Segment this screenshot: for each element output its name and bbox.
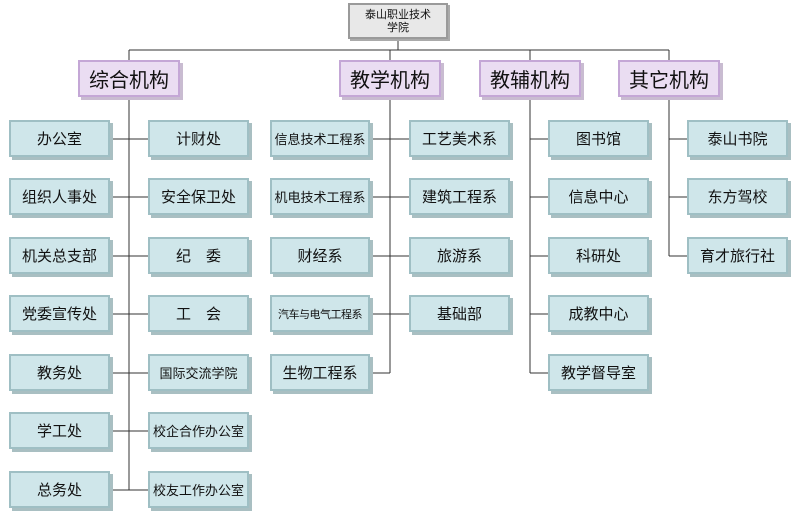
unit-organization-personnel: 组织人事处 (9, 178, 110, 215)
unit-finance: 计财处 (148, 120, 249, 157)
unit-research-office: 科研处 (548, 237, 649, 274)
unit-security: 安全保卫处 (148, 178, 249, 215)
unit-bioengineering: 生物工程系 (270, 354, 370, 391)
unit-taishan-academy: 泰山书院 (687, 120, 788, 157)
category-comprehensive: 综合机构 (78, 60, 180, 97)
unit-student-affairs: 学工处 (9, 412, 110, 449)
unit-discipline: 纪 委 (148, 237, 249, 274)
unit-general-affairs: 总务处 (9, 471, 110, 508)
unit-teaching-supervision: 教学督导室 (548, 354, 649, 391)
unit-it-engineering: 信息技术工程系 (270, 120, 370, 157)
root-label-line2: 学院 (387, 21, 409, 34)
unit-adult-education: 成教中心 (548, 295, 649, 332)
unit-labor-union: 工 会 (148, 295, 249, 332)
unit-alumni-office: 校友工作办公室 (148, 471, 249, 508)
unit-finance-economics: 财经系 (270, 237, 370, 274)
unit-dongfang-driving-school: 东方驾校 (687, 178, 788, 215)
unit-foundation: 基础部 (409, 295, 510, 332)
root-label-line1: 泰山职业技术 (365, 8, 431, 21)
unit-architecture: 建筑工程系 (409, 178, 510, 215)
unit-propaganda: 党委宣传处 (9, 295, 110, 332)
unit-academic-affairs: 教务处 (9, 354, 110, 391)
category-other: 其它机构 (618, 60, 720, 97)
category-teaching: 教学机构 (339, 60, 441, 97)
unit-office: 办公室 (9, 120, 110, 157)
root-node: 泰山职业技术 学院 (348, 3, 448, 39)
unit-mechatronics: 机电技术工程系 (270, 178, 370, 215)
unit-automotive-electrical: 汽车与电气工程系 (270, 295, 370, 332)
unit-yucai-travel-agency: 育才旅行社 (687, 237, 788, 274)
unit-information-center: 信息中心 (548, 178, 649, 215)
category-teaching-support: 教辅机构 (479, 60, 581, 97)
unit-party-branch: 机关总支部 (9, 237, 110, 274)
unit-library: 图书馆 (548, 120, 649, 157)
unit-arts-crafts: 工艺美术系 (409, 120, 510, 157)
unit-tourism: 旅游系 (409, 237, 510, 274)
unit-international-exchange: 国际交流学院 (148, 354, 249, 391)
unit-school-enterprise: 校企合作办公室 (148, 412, 249, 449)
